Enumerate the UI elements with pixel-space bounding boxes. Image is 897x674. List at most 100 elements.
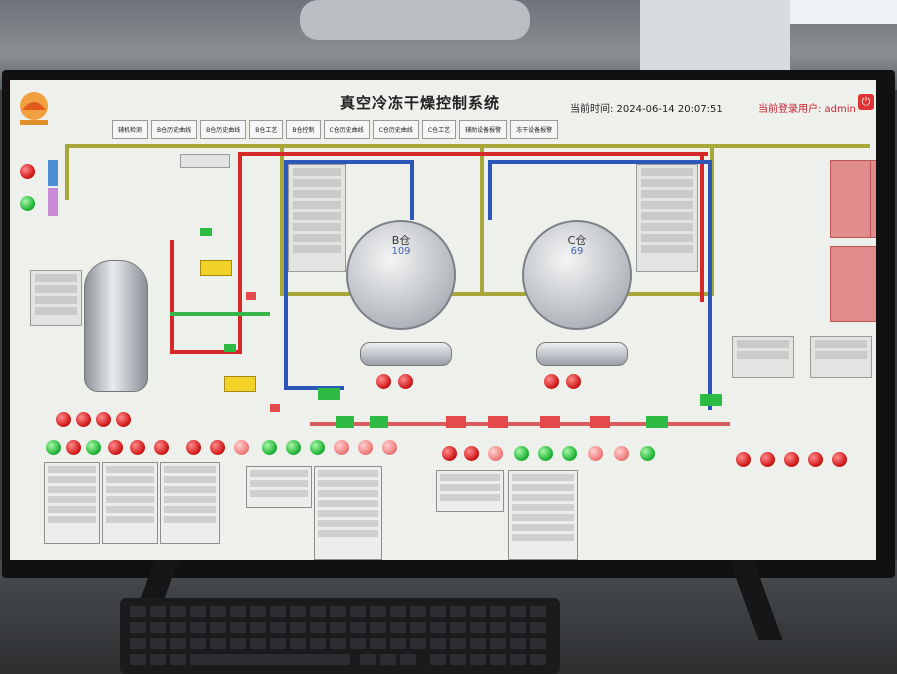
pump-icon xyxy=(48,188,58,216)
status-lamp xyxy=(96,412,111,427)
pump-icon[interactable] xyxy=(488,416,508,428)
status-lamp xyxy=(154,440,169,455)
pump-icon[interactable] xyxy=(446,416,466,428)
status-lamp xyxy=(538,446,553,461)
pipe-yellow xyxy=(480,144,484,294)
status-lamp xyxy=(358,440,373,455)
status-lamp xyxy=(736,452,751,467)
pipe-red xyxy=(170,240,174,354)
cooling-fan-unit xyxy=(870,160,876,238)
bottom-info-panel xyxy=(508,470,578,560)
pipe-yellow xyxy=(710,144,714,294)
status-lamp xyxy=(614,446,629,461)
bottom-info-panel xyxy=(102,462,158,544)
pipe-blue xyxy=(284,160,288,390)
pump-icon[interactable] xyxy=(318,388,340,400)
status-lamp xyxy=(130,440,145,455)
status-lamp xyxy=(784,452,799,467)
bottom-info-panel xyxy=(160,462,220,544)
pump-icon[interactable] xyxy=(540,416,560,428)
pump-icon[interactable] xyxy=(590,416,610,428)
chamber-b-label: B仓 xyxy=(391,234,411,247)
nav-button-1[interactable]: 辅机检测 xyxy=(112,120,149,139)
cooling-fan-unit xyxy=(830,246,876,322)
page-title: 真空冷冻干燥控制系统 xyxy=(340,94,501,112)
bottom-info-panel xyxy=(436,470,504,512)
condenser-b xyxy=(360,342,452,366)
storage-tank xyxy=(84,260,148,392)
pipe-yellow xyxy=(280,144,284,294)
chamber-b[interactable]: B仓 109 xyxy=(346,220,456,330)
status-lamp xyxy=(186,440,201,455)
pipe-green xyxy=(170,312,270,316)
status-lamp xyxy=(20,196,35,211)
status-lamp xyxy=(514,446,529,461)
heat-exchanger xyxy=(224,376,256,392)
chamber-b-params-panel xyxy=(288,164,346,272)
status-lamp xyxy=(442,446,457,461)
status-lamp xyxy=(760,452,775,467)
status-lamp xyxy=(832,452,847,467)
nav-button-7[interactable]: C仓历史曲线 xyxy=(372,120,419,139)
pipe-blue xyxy=(488,160,712,164)
current-time: 当前时间: 2024-06-14 20:07:51 xyxy=(570,104,723,115)
valve-icon[interactable] xyxy=(270,404,280,412)
pump-icon[interactable] xyxy=(370,416,388,428)
status-lamp xyxy=(108,440,123,455)
nav-button-4[interactable]: B仓工艺 xyxy=(249,120,284,139)
nav-button-10[interactable]: 冻干设备报警 xyxy=(510,120,559,139)
status-lamp xyxy=(808,452,823,467)
status-lamp xyxy=(588,446,603,461)
right-params-panel xyxy=(732,336,794,378)
pump-icon[interactable] xyxy=(336,416,354,428)
chamber-c[interactable]: C仓 69 xyxy=(522,220,632,330)
status-lamp xyxy=(464,446,479,461)
nav-button-9[interactable]: 辅助设备报警 xyxy=(459,120,508,139)
chamber-b-value: 109 xyxy=(391,246,411,257)
bottom-info-panel xyxy=(44,462,100,544)
status-lamp xyxy=(310,440,325,455)
status-lamp xyxy=(210,440,225,455)
valve-icon[interactable] xyxy=(224,344,236,352)
nav-button-8[interactable]: C仓工艺 xyxy=(421,120,457,139)
pipe-blue xyxy=(284,160,414,164)
exit-button[interactable]: ⏻ xyxy=(858,94,874,110)
status-lamp xyxy=(398,374,413,389)
status-lamp xyxy=(640,446,655,461)
nav-button-3[interactable]: B仓历史曲线 xyxy=(200,120,247,139)
pipe-blue xyxy=(284,386,344,390)
pump-icon[interactable] xyxy=(700,394,722,406)
scada-screen: 真空冷冻干燥控制系统 当前时间: 2024-06-14 20:07:51 当前登… xyxy=(10,80,876,560)
pipe-yellow xyxy=(280,292,714,296)
pipe-red xyxy=(310,422,730,426)
status-lamp xyxy=(566,374,581,389)
chamber-c-label: C仓 xyxy=(567,234,587,247)
status-lamp xyxy=(562,446,577,461)
pipe-yellow xyxy=(710,144,870,148)
nav-button-6[interactable]: C仓历史曲线 xyxy=(323,120,370,139)
bottom-info-panel xyxy=(246,466,312,508)
pipe-yellow xyxy=(65,144,713,148)
valve-icon[interactable] xyxy=(246,292,256,300)
status-lamp xyxy=(116,412,131,427)
status-lamp xyxy=(262,440,277,455)
company-logo-icon xyxy=(20,92,48,125)
status-lamp xyxy=(488,446,503,461)
status-lamp xyxy=(334,440,349,455)
status-lamp xyxy=(76,412,91,427)
tank-params-panel xyxy=(30,270,82,326)
readout-panel xyxy=(180,154,230,168)
valve-icon[interactable] xyxy=(200,228,212,236)
nav-button-2[interactable]: B仓历史曲线 xyxy=(151,120,198,139)
pipe-red xyxy=(238,152,708,156)
status-lamp xyxy=(66,440,81,455)
pipe-blue xyxy=(488,160,492,220)
nav-button-5[interactable]: B仓控制 xyxy=(286,120,321,139)
pump-icon xyxy=(48,160,58,186)
right-params-panel xyxy=(810,336,872,378)
pump-icon[interactable] xyxy=(646,416,668,428)
status-lamp xyxy=(46,440,61,455)
nav-bar: 辅机检测 B仓历史曲线 B仓历史曲线 B仓工艺 B仓控制 C仓历史曲线 C仓历史… xyxy=(112,120,559,139)
pipe-blue xyxy=(410,160,414,220)
status-lamp xyxy=(234,440,249,455)
